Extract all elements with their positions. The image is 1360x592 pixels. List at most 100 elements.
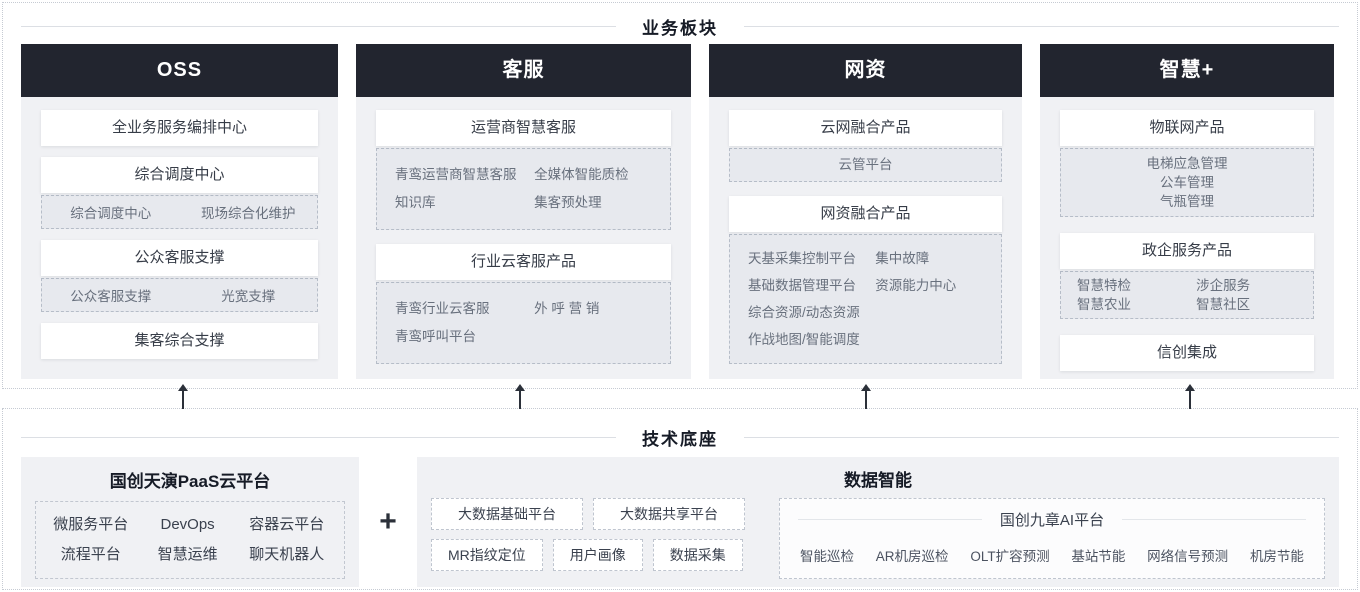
column-header: 客服 [356,44,691,97]
product-group: 物联网产品电梯应急管理公车管理气瓶管理 [1060,110,1314,217]
title-divider-line [21,25,616,27]
title-divider-line [798,519,982,520]
paas-platform-title: 国创天演PaaS云平台 [109,472,271,491]
business-section-title: 业务板块 [642,18,718,38]
product-box: 综合调度中心 [41,157,318,193]
sub-product: 公众客服支撑 [70,289,152,304]
tech-section-title: 技术底座 [642,429,718,449]
up-arrow-icon [860,384,872,410]
product-box: 运营商智慧客服 [376,110,671,146]
ai-platform-item: 基站节能 [1071,549,1126,564]
ai-platform-item: 机房节能 [1249,549,1304,564]
product-box: 全业务服务编排中心 [41,110,318,146]
sub-column: 智慧特检智慧农业 [1077,276,1196,314]
sub-product: 现场综合化维护 [201,206,296,221]
up-arrow-shaft [1189,391,1191,409]
up-arrow-icon [1184,384,1196,410]
sub-product: 智慧特检 [1077,278,1131,293]
product-group: 公众客服支撑公众客服支撑光宽支撑 [41,240,318,312]
product-box: 公众客服支撑 [41,240,318,276]
up-arrow-shaft [519,391,521,409]
paas-item: 聊天机器人 [249,546,325,563]
sub-products: 云管平台 [729,148,1002,182]
sub-column: 涉企服务智慧社区 [1196,276,1297,314]
sub-column: 全媒体智能质检集客预处理 [534,161,652,217]
up-arrow-shaft [865,391,867,409]
product-group: 全业务服务编排中心 [41,110,318,146]
sub-column: 青鸾行业云客服青鸾呼叫平台 [395,295,534,351]
ai-platform-header: 国创九章AI平台 [798,509,1306,530]
data-chip: 大数据基础平台 [431,498,583,530]
up-arrow-head [1185,384,1195,391]
product-group: 运营商智慧客服青鸾运营商智慧客服知识库全媒体智能质检集客预处理 [376,110,671,230]
data-chip: 用户画像 [552,539,643,571]
sub-products: 综合调度中心 现场综合化维护 [41,195,318,229]
product-group: 云网融合产品云管平台 [729,110,1002,182]
product-group: 网资融合产品天基采集控制平台基础数据管理平台综合资源/动态资源作战地图/智能调度… [729,196,1002,364]
product-group: 综合调度中心综合调度中心现场综合化维护 [41,157,318,229]
sub-product: 青鸾行业云客服 [395,301,490,316]
column-body: 物联网产品电梯应急管理公车管理气瓶管理政企服务产品智慧特检智慧农业涉企服务智慧社… [1040,97,1334,379]
column-header: OSS [21,44,338,97]
column-body: 云网融合产品云管平台网资融合产品天基采集控制平台基础数据管理平台综合资源/动态资… [709,97,1022,379]
sub-product: 全媒体智能质检 [534,167,629,182]
sub-product: 集客预处理 [534,195,602,210]
product-box: 集客综合支撑 [41,323,318,359]
title-divider-line [21,436,616,438]
tech-section-header: 技术底座 [3,423,1357,451]
product-box: 政企服务产品 [1060,233,1314,269]
column-header: 智慧+ [1040,44,1334,97]
sub-products: 青鸾运营商智慧客服知识库全媒体智能质检集客预处理 [376,148,671,230]
sub-product: 资源能力中心 [875,278,957,293]
sub-product: 智慧农业 [1077,297,1131,312]
title-divider-line [744,436,1339,438]
paas-item: DevOps [160,516,215,533]
ai-platform-title: 国创九章AI平台 [999,512,1105,529]
column-smart-plus: 智慧+物联网产品电梯应急管理公车管理气瓶管理政企服务产品智慧特检智慧农业涉企服务… [1040,44,1334,379]
sub-product: 智慧社区 [1196,297,1251,312]
title-divider-line [1122,519,1306,520]
data-chip: 数据采集 [652,539,743,571]
paas-item: 智慧运维 [157,546,218,563]
column-body: 运营商智慧客服青鸾运营商智慧客服知识库全媒体智能质检集客预处理行业云客服产品青鸾… [356,97,691,379]
title-divider-line [744,25,1339,27]
ai-platform-item: 网络信号预测 [1147,549,1229,564]
up-arrow-shaft [182,391,184,409]
sub-product: 作战地图/智能调度 [748,332,860,347]
sub-product: 涉企服务 [1196,278,1251,293]
product-box: 网资融合产品 [729,196,1002,232]
sub-product: 电梯应急管理 [1146,156,1228,171]
product-group: 集客综合支撑 [41,323,318,359]
sub-products: 天基采集控制平台基础数据管理平台综合资源/动态资源作战地图/智能调度集中故障资源… [729,234,1002,364]
column-body: 全业务服务编排中心综合调度中心综合调度中心现场综合化维护公众客服支撑公众客服支撑… [21,97,338,379]
sub-product: 综合调度中心 [70,206,152,221]
ai-platform-item: AR机房巡检 [875,549,949,564]
sub-product: 基础数据管理平台 [748,278,856,293]
product-group: 信创集成 [1060,335,1314,371]
up-arrow-icon [177,384,189,410]
product-box: 行业云客服产品 [376,244,671,280]
product-box: 云网融合产品 [729,110,1002,146]
sub-product: 云管平台 [838,157,893,172]
paas-item: 流程平台 [60,546,121,563]
up-arrow-icon [514,384,526,410]
product-group: 行业云客服产品青鸾行业云客服青鸾呼叫平台外 呼 营 销 [376,244,671,364]
data-chip: MR指纹定位 [431,539,543,571]
business-section-header: 业务板块 [3,12,1357,40]
sub-column: 集中故障资源能力中心 [875,245,983,353]
sub-product: 公车管理 [1160,175,1214,190]
ai-platform-item: 智能巡检 [800,549,854,564]
product-group: 政企服务产品智慧特检智慧农业涉企服务智慧社区 [1060,233,1314,319]
sub-products: 电梯应急管理公车管理气瓶管理 [1060,148,1314,217]
